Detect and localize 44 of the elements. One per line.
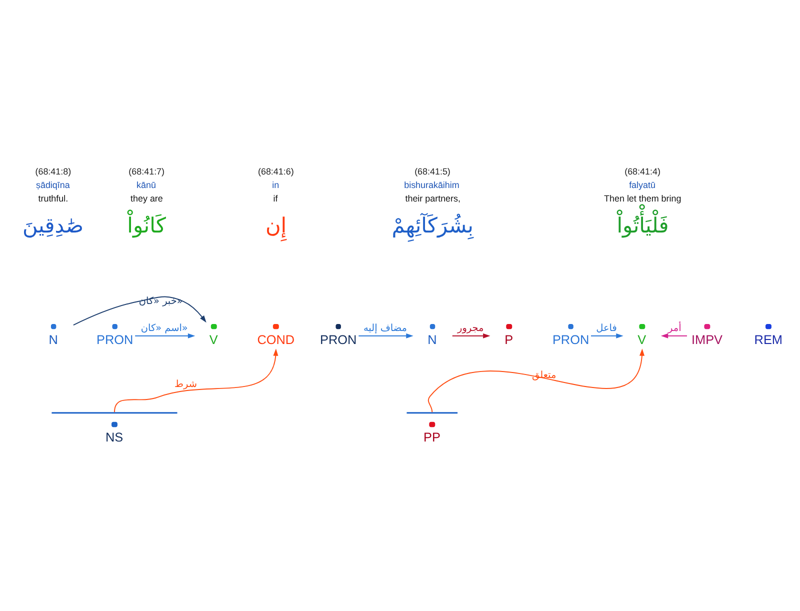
node-label: V bbox=[638, 332, 646, 346]
edge-label: مجرور bbox=[458, 322, 484, 334]
arrow bbox=[428, 348, 644, 412]
arrow bbox=[452, 332, 490, 338]
edge-label: فاعل bbox=[596, 322, 617, 334]
arrow bbox=[358, 332, 414, 338]
node-label: NS bbox=[106, 430, 124, 444]
label: (68:41:8) bbox=[35, 166, 72, 176]
label: Then let them bring bbox=[604, 192, 682, 203]
arrow bbox=[590, 332, 624, 338]
node-label: PRON bbox=[96, 332, 134, 346]
arrow bbox=[134, 332, 196, 338]
label: (68:41:4) bbox=[624, 166, 660, 176]
label: ṣādiqīna bbox=[36, 179, 70, 190]
node-label: REM bbox=[754, 332, 782, 346]
node-label: PRON bbox=[320, 332, 357, 346]
label: in bbox=[272, 179, 280, 190]
node-label: COND bbox=[257, 332, 295, 346]
node-label: PP bbox=[424, 430, 440, 444]
edge-label: شرط bbox=[174, 378, 198, 390]
label: kānū bbox=[136, 179, 156, 190]
label: their partners, bbox=[405, 192, 460, 203]
node-label: N bbox=[428, 332, 437, 346]
edge-label: خبر «كان» bbox=[138, 296, 183, 307]
node-label: N bbox=[48, 332, 58, 346]
label: truthful. bbox=[38, 192, 68, 203]
label: (68:41:5) bbox=[414, 166, 450, 176]
label: falyatū bbox=[629, 179, 656, 190]
arrow bbox=[72, 296, 206, 326]
edge-label: مضاف إليه bbox=[363, 322, 407, 334]
node-label: IMPV bbox=[691, 332, 723, 346]
label: bishurakāihim bbox=[404, 179, 460, 190]
edge-label: أمر bbox=[668, 322, 682, 334]
node-label: P bbox=[504, 332, 514, 346]
label: صَٰدِقِينَ bbox=[22, 213, 84, 238]
label: they are bbox=[130, 192, 163, 203]
arrow bbox=[114, 348, 278, 412]
edge-label: اسم «كان» bbox=[140, 322, 188, 334]
label: if bbox=[273, 192, 278, 203]
label: (68:41:6) bbox=[258, 166, 294, 176]
node-label: PRON bbox=[552, 332, 590, 346]
node-label: V bbox=[209, 332, 218, 346]
label: (68:41:7) bbox=[128, 166, 165, 176]
arrow bbox=[660, 332, 688, 338]
